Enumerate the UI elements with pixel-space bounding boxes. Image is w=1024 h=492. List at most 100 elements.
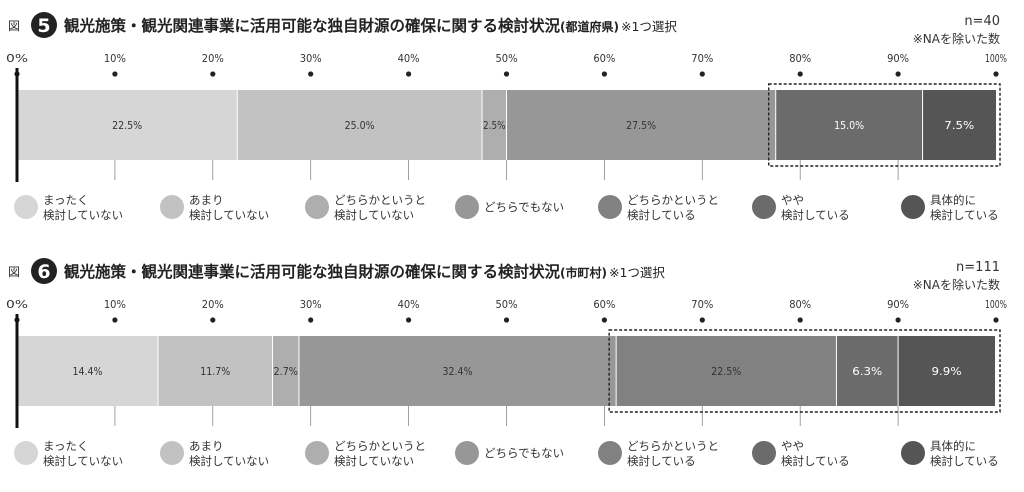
- legend-swatch: [14, 441, 38, 465]
- legend-label: まったく: [43, 439, 89, 453]
- select-note: ※1つ選択: [609, 265, 665, 280]
- data-label: 11.7%: [200, 365, 230, 378]
- legend-label: 検討していない: [334, 454, 414, 468]
- data-label: 32.4%: [443, 365, 473, 378]
- legend-swatch: [305, 195, 329, 219]
- legend-label: 検討している: [781, 454, 850, 468]
- data-label: 14.4%: [72, 365, 102, 378]
- x-tick-label: 50%: [496, 53, 518, 65]
- data-label: 2.5%: [483, 119, 505, 132]
- legend-label: 検討している: [930, 454, 999, 468]
- legend-label: 検討していない: [334, 208, 414, 222]
- legend-swatch: [305, 441, 329, 465]
- x-tick-dot: [601, 317, 608, 323]
- bar-segment: [17, 90, 238, 160]
- x-tick-label: 90%: [887, 53, 909, 65]
- legend-label: どちらかというと: [334, 193, 426, 207]
- legend-label: 具体的に: [930, 193, 976, 207]
- data-label: 22.5%: [112, 119, 142, 132]
- legend-swatch: [752, 441, 776, 465]
- legend-label: 検討している: [627, 454, 696, 468]
- x-tick-label: 70%: [691, 299, 713, 311]
- data-label: 6.3%: [852, 365, 882, 378]
- legend-label: あまり: [189, 439, 224, 453]
- x-tick-dot: [601, 71, 608, 77]
- chart-title: 観光施策・観光関連事業に活用可能な独自財源の確保に関する検討状況(市町村)※1つ…: [64, 262, 665, 281]
- x-tick-label: 20%: [202, 53, 224, 65]
- x-tick-dot: [210, 71, 216, 77]
- legend-label: 検討している: [627, 208, 696, 222]
- chart-title: 観光施策・観光関連事業に活用可能な独自財源の確保に関する検討状況(都道府県)※1…: [64, 16, 677, 35]
- figure-number: 5: [37, 15, 50, 37]
- legend-swatch: [598, 195, 622, 219]
- x-tick-dot: [993, 317, 999, 323]
- x-tick-label: 40%: [398, 53, 420, 65]
- bar-segment: [298, 336, 617, 406]
- select-note: ※1つ選択: [621, 19, 677, 34]
- bar-segment: [157, 336, 273, 406]
- legend-label: どちらでもない: [484, 446, 564, 460]
- data-label: 7.5%: [944, 119, 974, 132]
- data-label: 9.9%: [932, 365, 962, 378]
- x-tick-label: 0%: [6, 299, 28, 311]
- x-tick-label: 70%: [691, 53, 713, 65]
- legend-label: 検討している: [781, 208, 850, 222]
- figure-number-badge: [31, 12, 57, 38]
- legend-swatch: [455, 441, 479, 465]
- legend-label: まったく: [43, 193, 89, 207]
- legend-swatch: [598, 441, 622, 465]
- legend-swatch: [901, 195, 925, 219]
- data-label: 2.7%: [274, 365, 298, 378]
- bar-segment: [922, 90, 996, 160]
- highlight-box: [608, 329, 1001, 413]
- x-tick-dot: [993, 71, 999, 77]
- x-tick-dot: [797, 317, 803, 323]
- x-tick-label: 100%: [985, 299, 1007, 311]
- x-tick-dot: [895, 71, 901, 77]
- legend-swatch: [901, 441, 925, 465]
- x-tick-dot: [112, 317, 118, 323]
- chart-subtitle: (都道府県): [560, 19, 619, 34]
- bar-segment: [17, 336, 158, 406]
- legend-swatch: [160, 195, 184, 219]
- data-label: 27.5%: [626, 119, 656, 132]
- legend-label: やや: [781, 193, 804, 207]
- data-label: 25.0%: [345, 119, 375, 132]
- x-tick-label: 60%: [593, 299, 615, 311]
- legend-label: どちらかというと: [627, 193, 719, 207]
- x-tick-dot: [699, 317, 705, 323]
- legend-label: 検討していない: [189, 454, 269, 468]
- x-tick-label: 20%: [202, 299, 224, 311]
- x-tick-dot: [210, 317, 216, 323]
- bar-segment: [616, 336, 837, 406]
- legend-swatch: [14, 195, 38, 219]
- legend-label: 検討している: [930, 208, 999, 222]
- legend-swatch: [160, 441, 184, 465]
- x-tick-dot: [797, 71, 803, 77]
- legend-swatch: [752, 195, 776, 219]
- x-tick-label: 10%: [104, 299, 126, 311]
- x-tick-label: 100%: [985, 53, 1007, 65]
- x-tick-dot: [406, 317, 412, 323]
- bar-segment: [775, 90, 923, 160]
- x-tick-label: 90%: [887, 299, 909, 311]
- x-tick-dot: [895, 317, 901, 323]
- figure-label: 図: [8, 265, 20, 279]
- legend-label: どちらかというと: [627, 439, 719, 453]
- x-tick-dot: [406, 71, 412, 77]
- x-tick-label: 10%: [104, 53, 126, 65]
- legend-label: やや: [781, 439, 804, 453]
- figure-number-badge: [31, 258, 57, 284]
- legend-label: 検討していない: [43, 208, 123, 222]
- x-tick-dot: [699, 71, 705, 77]
- legend-swatch: [455, 195, 479, 219]
- bar-segment: [836, 336, 899, 406]
- legend-label: あまり: [189, 193, 224, 207]
- x-tick-dot: [503, 317, 510, 323]
- x-tick-label: 40%: [398, 299, 420, 311]
- highlight-box: [768, 83, 1001, 167]
- bar-segment: [506, 90, 776, 160]
- x-tick-label: 30%: [300, 53, 322, 65]
